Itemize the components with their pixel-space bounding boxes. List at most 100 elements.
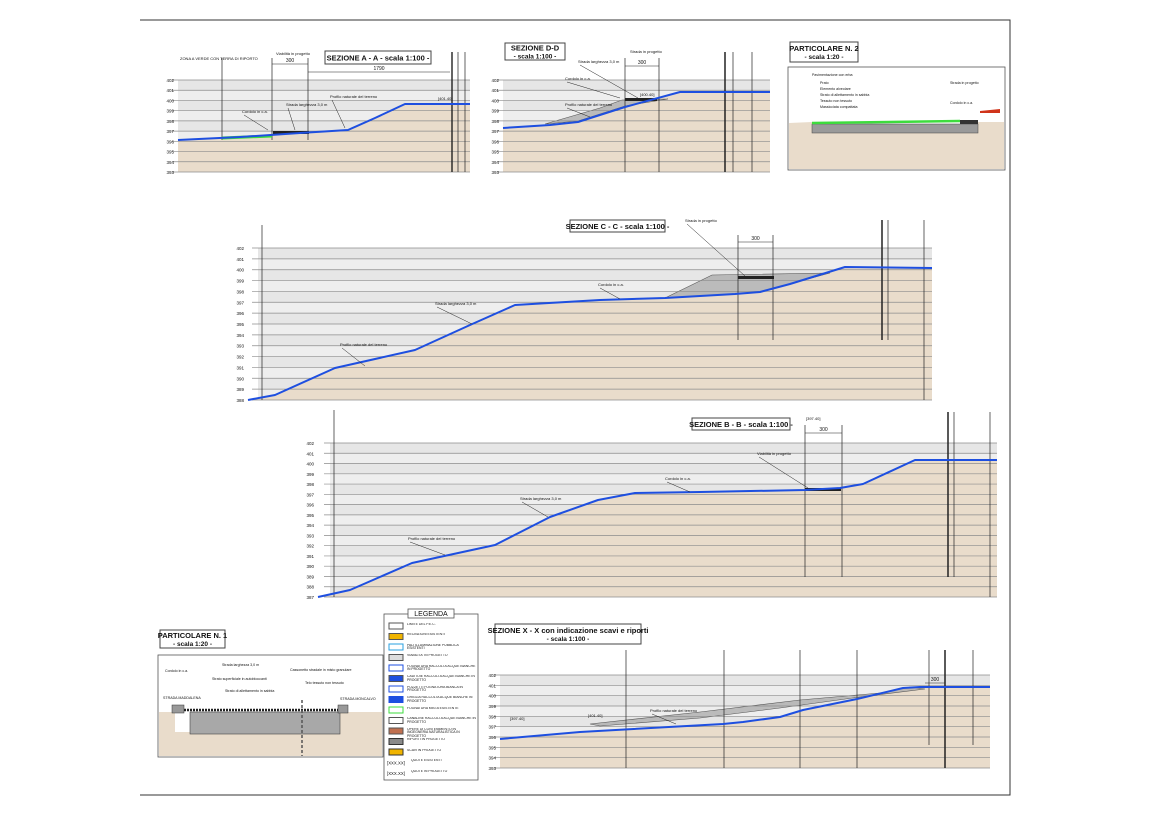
legend-swatch-sewer [388,664,404,672]
legend-swatch-road [388,654,404,661]
legend-label: LIMITE DEL P.E.C. [407,622,436,626]
annotation-label: Profilo naturale del terreno [330,94,378,99]
elevation-label: 396 [236,311,244,316]
legend-item: RIPORTI IN PROGETTO [388,738,445,745]
annotation-label: Cordolo in c.a. [665,476,691,481]
elevation-label: 390 [306,564,314,569]
elevation-label: 388 [236,398,244,403]
leader-line [666,481,691,493]
section-scale: - scala 1:100 - [514,54,557,61]
elevation-label: 400 [306,462,314,467]
legend-swatch-mixed [388,706,404,714]
cc-title-box: SEZIONE C - C - scala 1:100 - [566,219,670,233]
legend-label: CADITOIE RACCOLTA ACQUE BIANCHE IN PROGE… [407,675,475,682]
elevation-label: 387 [306,595,314,600]
dimension-label: 300 [286,58,295,64]
dimension-label: 1790 [373,66,384,72]
legend-label-box: CANALINE RACCOLTA ACQUE BIANCHE IN PROGE… [407,717,476,724]
legend-code: [XXX.XX] [387,761,405,766]
elevation-label: 401 [166,88,174,93]
elevation-label: 402 [306,441,314,446]
elevation-label: 393 [166,170,174,175]
legend-label-box: RIPORTI IN PROGETTO [407,738,445,741]
sky-band [330,473,997,485]
legend-label-box: QUOTE IN PROGETTO [411,770,447,773]
legend-label-box: PALI ILLUMINAZIONE PUBBLICA ESISTENTI [407,643,459,651]
legend-label: SCAVI IN PROGETTO [407,748,442,752]
legend-item: GRIGLIA RACCOLTA ACQUE BIANCHE IN PROGET… [388,696,472,703]
legend-item: RECINZIONI ESISTENTI [388,633,445,640]
legend-label: PALI ILLUMINAZIONE PUBBLICA ESISTENTI [407,643,459,651]
sky-band [178,90,470,101]
elevation-label: 397 [306,492,314,497]
sky-band [258,248,932,259]
legend-label-box: RECINZIONI ESISTENTI [407,633,445,636]
annotation-label: [400.40] [640,92,654,97]
annotation-label: [401.40] [438,96,452,101]
annotation-label: Tessuto non tessuto [820,99,852,103]
road-foundation [189,711,341,735]
legend-label: FOGNATURA RACCOLTA ACQUE BIANCHE IN PROG… [407,664,476,672]
leader-line [341,347,366,367]
dimension-label: 300 [751,236,760,242]
legend-swatch-pec [388,622,404,630]
legend-item: PALI ILLUMINAZIONE PUBBLICA ESISTENTI [388,643,459,651]
elevation-label: 398 [491,119,499,124]
leader-line [436,306,473,325]
road-edge [960,120,978,124]
natural-ground-profile [317,459,997,598]
elevation-label: 390 [236,376,244,381]
leader-line [651,713,677,725]
section-scale: - scala 1:20 - [804,54,843,61]
section-title: SEZIONE A - A - scala 1:100 - [327,54,430,63]
leader-line [686,223,746,277]
section-title: PARTICOLARE N. 2 [789,44,858,53]
xx-title-box: SEZIONE X - X con indicazione scavi e ri… [488,623,648,645]
elevation-label: 399 [491,109,499,114]
elevation-label: 399 [236,279,244,284]
elevation-label: 393 [236,344,244,349]
leader-line [599,287,621,300]
elevation-label: 402 [236,246,244,251]
elevation-label: 395 [488,745,496,750]
elevation-label: 395 [166,150,174,155]
section-scale: - scala 1:100 - [547,636,590,643]
road-arrow-icon [980,109,1000,113]
annotation-label: Cordolo in c.a. [242,109,268,114]
elevation-label: 402 [491,78,499,83]
natural-ground-profile [247,266,933,401]
gravel-layer [811,123,979,134]
section-title: PARTICOLARE N. 1 [158,631,227,640]
annotation-label: ZONA A VERDE CON TERRA DI RIPORTO [180,56,258,61]
elevation-label: 398 [488,714,496,719]
legend-label-box: FOGNATURA MISTA ESISTENTE [407,707,459,710]
elevation-label: 398 [166,119,174,124]
legend-swatch-fence [388,633,404,640]
annotation-label: Cordolo in c.a. [565,76,591,81]
leader-line [243,114,269,131]
elevation-label: 396 [491,139,499,144]
sky-band [178,80,470,91]
p2-title-box: PARTICOLARE N. 2- scala 1:20 - [789,41,859,63]
legend-label: OPERE DI CONTENIMENTO IN INGEGNERIA NATU… [407,727,460,738]
sky-band [503,90,770,101]
annotation-label: Telo tessuto non tessuto [305,681,344,685]
dimension-label: 300 [931,677,940,683]
annotation-label: Strada in progetto [630,49,663,54]
annotation-label: Strada in progetto [950,81,979,85]
annotation-label: [397.40] [510,716,524,721]
legend-item: [XXX.XX]QUOTE ESISTENTI [387,759,442,766]
sky-band [258,280,932,292]
aa-title-box: SEZIONE A - A - scala 1:100 - [324,50,432,65]
title-frame [789,41,859,63]
legend-swatch-grid [388,696,404,703]
p1-title-box: PARTICOLARE N. 1- scala 1:20 - [158,629,227,649]
elevation-label: 396 [488,735,496,740]
legend-swatch-well [388,685,404,693]
natural-ground-profile [177,103,470,141]
annotation-label: Pavimentazione con erba [812,73,853,77]
sky-band [330,484,997,495]
elevation-label: 401 [491,88,499,93]
elevation-label: 393 [491,170,499,175]
